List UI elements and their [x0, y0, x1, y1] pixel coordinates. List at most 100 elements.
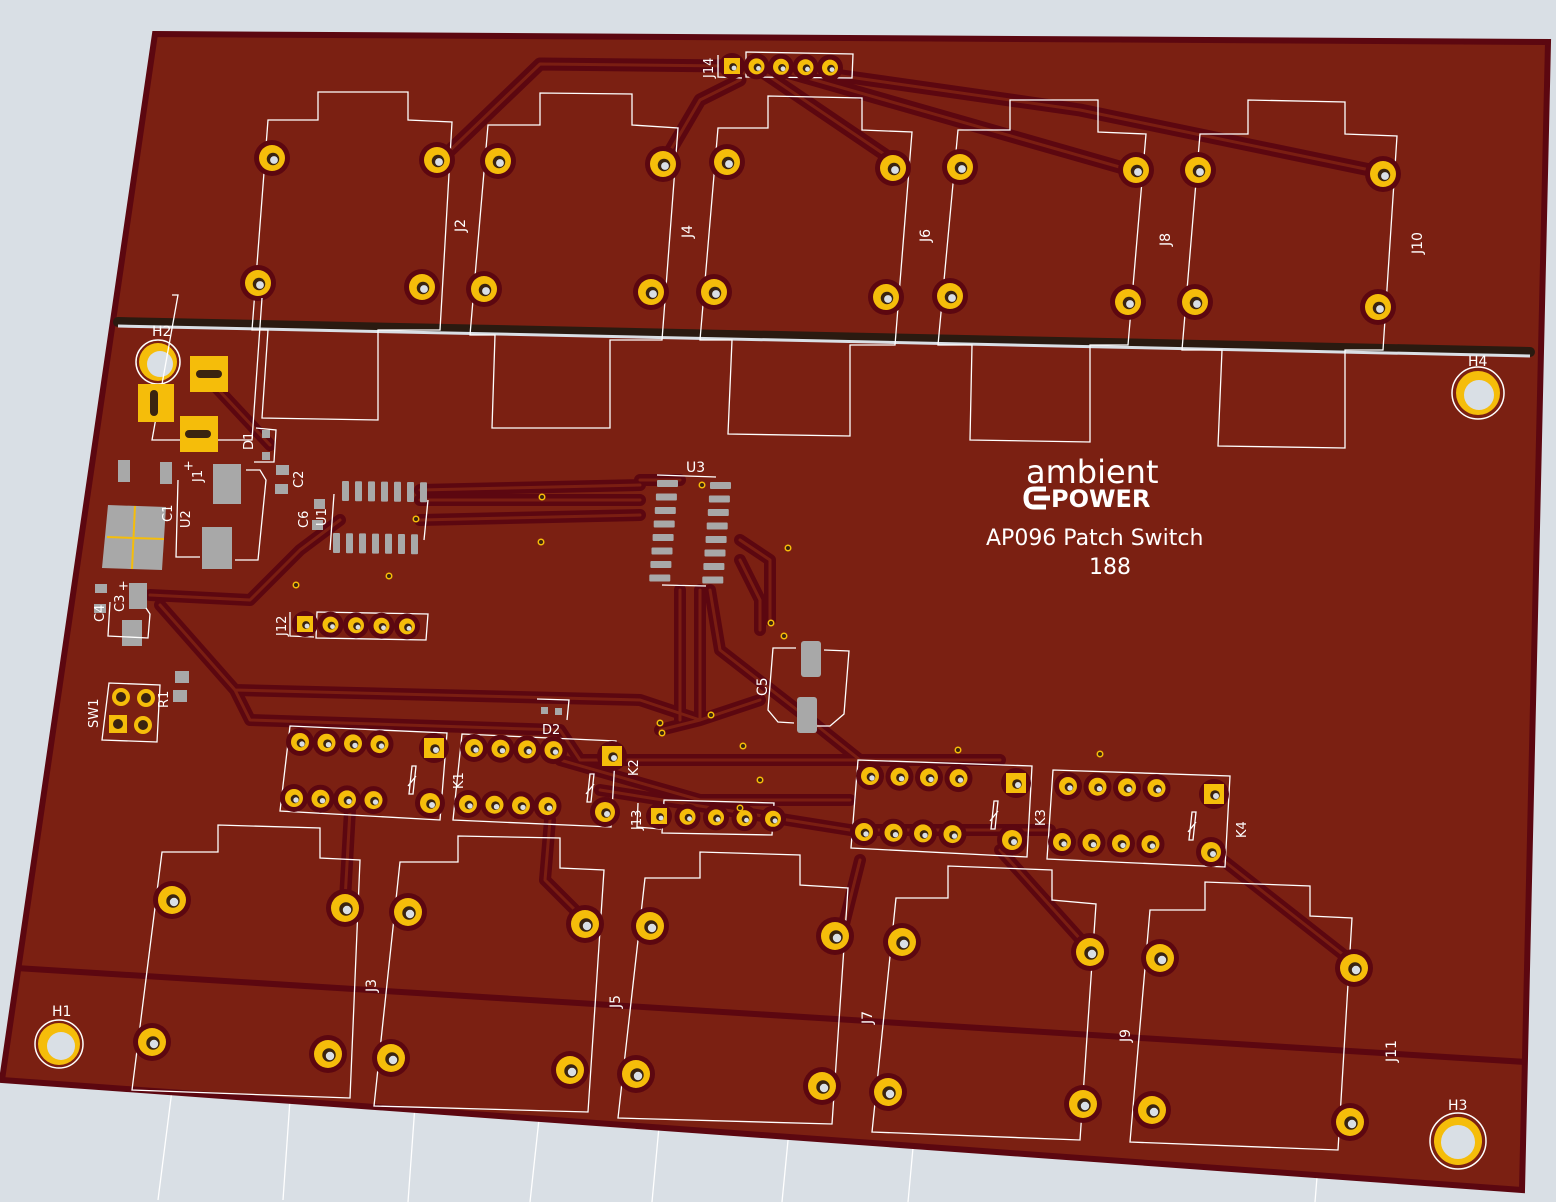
jack-label-j4: J4	[680, 225, 696, 239]
jack-labels-bottom: J3 J5 J7 J9 J11	[364, 979, 1400, 1063]
ic-pin	[398, 534, 405, 554]
product-title: AP096 Patch Switch	[986, 526, 1203, 551]
logo-ambient: ambient	[1026, 453, 1159, 491]
svg-text:H2: H2	[152, 324, 171, 340]
brand-logo: ambient POWER	[1023, 453, 1159, 513]
jack-pads-bottom	[133, 881, 1373, 1141]
ic-pin	[385, 533, 392, 554]
svg-text:+: +	[183, 459, 194, 474]
diode-d1: D1	[242, 427, 277, 463]
svg-text:D1: D1	[242, 432, 257, 450]
ic-pin	[654, 507, 676, 514]
ic-pin	[394, 481, 401, 502]
jack-label-j10: J10	[1410, 232, 1426, 255]
ic-pin	[649, 574, 671, 582]
svg-text:J14: J14	[702, 58, 717, 79]
capacitor-c3: C3 +	[107, 579, 151, 646]
jack-pads-top	[240, 140, 1401, 325]
svg-text:U3: U3	[686, 460, 705, 476]
capacitor-c4: C4	[93, 584, 108, 622]
svg-text:J1: J1	[191, 470, 206, 483]
mounting-hole-h4: H4	[1451, 354, 1505, 420]
jack-label-j9: J9	[1118, 1029, 1134, 1043]
copper-traces	[144, 57, 1377, 966]
svg-text:H3: H3	[1448, 1098, 1467, 1114]
jack-label-j2: J2	[453, 219, 469, 233]
regulator-u2: U2	[175, 464, 267, 569]
ic-pin	[707, 509, 729, 516]
relay-k2: K2	[452, 733, 642, 828]
panel-slot	[113, 317, 1535, 357]
svg-text:K3: K3	[1034, 809, 1049, 826]
jack-labels-top: J2 J4 J6 J8 J10	[453, 219, 1426, 255]
ic-pin	[653, 520, 675, 528]
resistor-r1: R1	[157, 671, 189, 708]
svg-text:J12: J12	[275, 616, 290, 637]
svg-text:C5: C5	[755, 677, 771, 696]
relay-coil-symbol	[989, 800, 999, 830]
mounting-hole-h3: H3	[1429, 1098, 1487, 1170]
jack-label-j8: J8	[1158, 233, 1174, 247]
mounting-hole-h1: H1	[34, 1004, 84, 1069]
ic-pin	[355, 481, 362, 502]
ic-pin	[706, 522, 728, 530]
jack-label-j6: J6	[918, 229, 934, 243]
ic-u3: U3	[649, 460, 731, 587]
diode-d2: D2	[536, 698, 570, 738]
ic-pin	[703, 563, 725, 570]
ic-pin	[359, 533, 366, 554]
power-jack-j1: J1 +	[138, 294, 263, 483]
ic-pin	[333, 533, 340, 553]
ic-pin	[368, 481, 375, 502]
logo-power: POWER	[1051, 485, 1150, 513]
capacitor-c6: C6	[297, 499, 325, 530]
jack-label-j3: J3	[364, 979, 380, 993]
jack-outlines-bottom	[131, 824, 1353, 1151]
ic-pin	[657, 480, 678, 487]
svg-text:K1: K1	[452, 772, 467, 789]
jack-label-j7: J7	[860, 1011, 876, 1025]
svg-text:K2: K2	[627, 759, 642, 776]
header-j14: J14	[702, 51, 854, 81]
ic-pin	[655, 493, 677, 501]
switch-sw1: SW1	[87, 682, 161, 743]
ic-pin	[411, 534, 418, 555]
svg-text:K4: K4	[1235, 821, 1250, 838]
ic-pin	[407, 482, 414, 502]
svg-text:D2: D2	[542, 723, 560, 738]
capacitor-c2: C2	[275, 465, 307, 494]
product-number: 188	[1089, 555, 1131, 580]
relay-k3: K3	[850, 759, 1049, 858]
jack-label-j5: J5	[608, 995, 624, 1009]
ic-u1: U1	[315, 481, 429, 555]
relay-coil-symbol	[1187, 811, 1197, 841]
ic-pin	[381, 481, 388, 502]
score-line-bottom	[15, 965, 1527, 1065]
jack-label-j11: J11	[1384, 1040, 1400, 1063]
ic-pin	[342, 481, 349, 501]
ic-pin	[651, 547, 673, 555]
ic-pin	[702, 576, 724, 584]
capacitor-c1: C1	[102, 460, 176, 570]
jack-outlines-top	[251, 91, 1398, 449]
ic-pin	[650, 561, 672, 568]
vias	[292, 481, 1104, 812]
ic-pin	[346, 533, 353, 554]
ic-pin	[710, 482, 731, 489]
ic-pin	[708, 495, 730, 503]
relay-k4: K4	[1046, 769, 1250, 868]
ic-pin	[704, 549, 726, 557]
svg-text:C3: C3	[113, 595, 128, 612]
svg-text:+: +	[118, 579, 129, 594]
svg-text:H1: H1	[52, 1004, 71, 1020]
svg-text:C6: C6	[297, 511, 312, 528]
svg-text:SW1: SW1	[87, 699, 102, 728]
relay-k1: K1	[279, 725, 467, 821]
logo-power-mark	[1023, 486, 1050, 510]
svg-text:U1: U1	[315, 508, 330, 526]
ic-pin	[372, 533, 379, 554]
ic-pin	[705, 536, 727, 543]
svg-text:J13: J13	[630, 810, 645, 831]
relay-coil-symbol	[585, 773, 595, 803]
